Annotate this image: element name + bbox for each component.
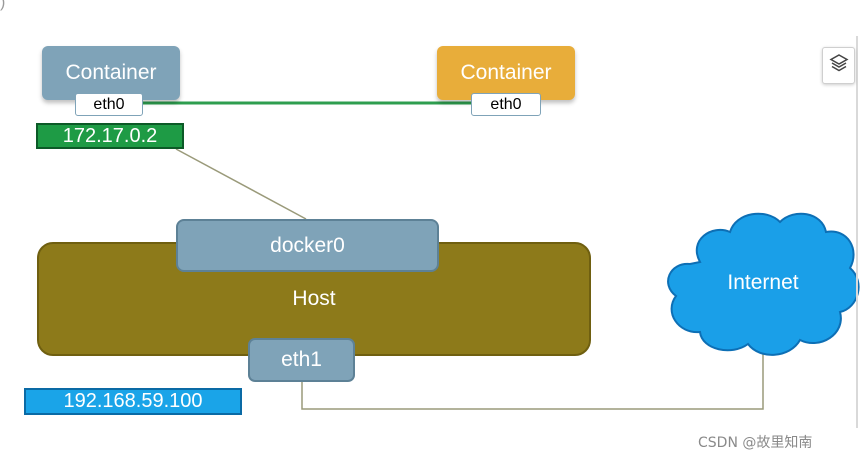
panel-divider (856, 36, 858, 428)
internet-cloud (667, 212, 860, 356)
watermark: CSDN @故里知南 (698, 435, 813, 451)
internet-label: Internet (727, 271, 799, 294)
host-ip-badge: 192.168.59.100 (24, 388, 242, 415)
host-label: Host (292, 287, 336, 310)
docker0-bridge: docker0 (176, 219, 439, 272)
container-left: Container (42, 46, 180, 100)
top-text-fragment: ) (0, 0, 6, 11)
eth1-to-internet-link (301, 352, 764, 410)
layers-icon (828, 53, 849, 78)
container-ip-badge: 172.17.0.2 (36, 123, 184, 149)
container-left-label: Container (65, 61, 157, 84)
container-right-eth0: eth0 (471, 93, 541, 116)
host-eth1: eth1 (248, 338, 355, 382)
container-right: Container (437, 46, 575, 100)
layers-button[interactable] (822, 47, 855, 84)
container-right-label: Container (460, 61, 552, 84)
container-left-eth0: eth0 (75, 93, 143, 116)
container-to-docker0-link (175, 148, 307, 220)
